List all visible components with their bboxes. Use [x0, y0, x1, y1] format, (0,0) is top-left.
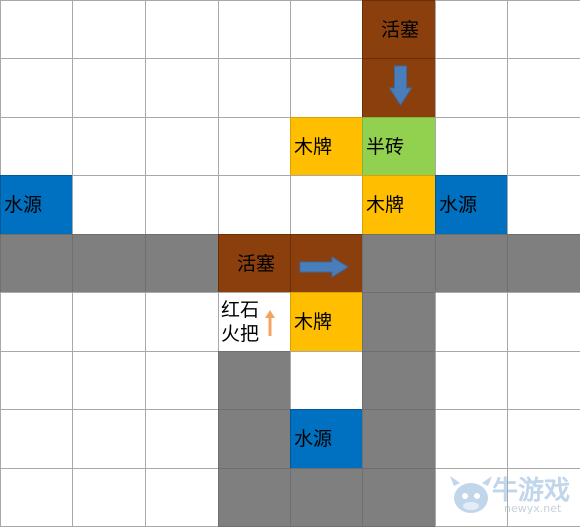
empty-cell — [0, 351, 73, 410]
block-cell-gray — [290, 468, 363, 527]
empty-cell — [507, 409, 580, 469]
empty-cell — [218, 0, 291, 59]
empty-cell — [145, 409, 219, 469]
block-cell-gray — [362, 351, 436, 410]
empty-cell — [435, 0, 508, 59]
block-cell-yellow: 木牌 — [290, 117, 363, 176]
empty-cell — [290, 58, 363, 118]
empty-cell — [145, 58, 219, 118]
empty-cell — [290, 0, 363, 59]
block-cell-gray — [0, 234, 73, 293]
empty-cell — [72, 351, 146, 410]
empty-cell — [507, 175, 580, 235]
watermark-url-text: newyx.net — [504, 502, 562, 515]
empty-cell — [435, 58, 508, 118]
empty-cell — [145, 117, 219, 176]
block-cell-blue: 水源 — [290, 409, 363, 469]
empty-cell — [435, 117, 508, 176]
empty-cell — [290, 351, 363, 410]
cow-logo-icon — [450, 476, 492, 513]
block-cell-blue: 水源 — [0, 175, 73, 235]
empty-cell — [72, 175, 146, 235]
block-cell-gray — [72, 234, 146, 293]
empty-cell — [72, 409, 146, 469]
watermark-brand-text: 牛游戏 — [492, 476, 571, 506]
block-cell-brown: 活塞 — [218, 234, 291, 293]
empty-cell — [145, 292, 219, 352]
block-label: 木牌 — [294, 136, 333, 158]
block-label: 半砖 — [366, 136, 405, 158]
empty-cell — [507, 351, 580, 410]
empty-cell — [507, 58, 580, 118]
block-cell-gray — [507, 234, 580, 293]
block-cell-gray — [362, 409, 436, 469]
empty-cell — [145, 468, 219, 527]
block-label: 木牌 — [366, 194, 405, 216]
block-label: 水源 — [4, 194, 43, 216]
block-cell-gray — [362, 468, 436, 527]
empty-cell — [0, 117, 73, 176]
empty-cell — [72, 292, 146, 352]
empty-cell — [145, 175, 219, 235]
block-cell-green: 半砖 — [362, 117, 436, 176]
empty-cell — [72, 468, 146, 527]
empty-cell — [72, 58, 146, 118]
empty-cell — [0, 409, 73, 469]
empty-cell — [507, 0, 580, 59]
empty-cell — [218, 117, 291, 176]
empty-cell — [218, 175, 291, 235]
empty-cell — [218, 58, 291, 118]
empty-cell — [0, 292, 73, 352]
block-label: 水源 — [439, 194, 478, 216]
empty-cell — [0, 468, 73, 527]
empty-cell — [507, 117, 580, 176]
block-cell-brown: 活塞 — [362, 0, 436, 59]
block-label: 木牌 — [294, 311, 333, 333]
block-cell-gray — [218, 409, 291, 469]
empty-cell — [72, 0, 146, 59]
block-cell-blue: 水源 — [435, 175, 508, 235]
empty-cell — [72, 117, 146, 176]
arrow-down-icon — [388, 65, 413, 106]
block-label: 活塞 — [237, 253, 276, 275]
block-cell-gray — [362, 234, 436, 293]
empty-cell — [507, 292, 580, 352]
block-cell-gray — [435, 234, 508, 293]
block-cell-yellow: 木牌 — [362, 175, 436, 235]
block-cell-gray — [218, 351, 291, 410]
arrow-up-icon — [265, 310, 275, 336]
empty-cell — [0, 58, 73, 118]
block-cell-gray — [145, 234, 219, 293]
block-cell-gray — [218, 468, 291, 527]
block-cell-gray — [362, 292, 436, 352]
block-label: 水源 — [294, 428, 333, 450]
empty-cell — [0, 0, 73, 59]
site-watermark: 牛游戏 newyx.net — [448, 468, 574, 522]
empty-cell — [145, 351, 219, 410]
empty-cell — [145, 0, 219, 59]
empty-cell — [435, 351, 508, 410]
arrow-right-icon — [299, 256, 349, 278]
block-cell-yellow: 木牌 — [290, 292, 363, 352]
block-label: 活塞 — [381, 19, 420, 41]
empty-cell — [290, 175, 363, 235]
empty-cell — [435, 292, 508, 352]
block-label: 红石 火把 — [221, 299, 260, 345]
empty-cell — [435, 409, 508, 469]
